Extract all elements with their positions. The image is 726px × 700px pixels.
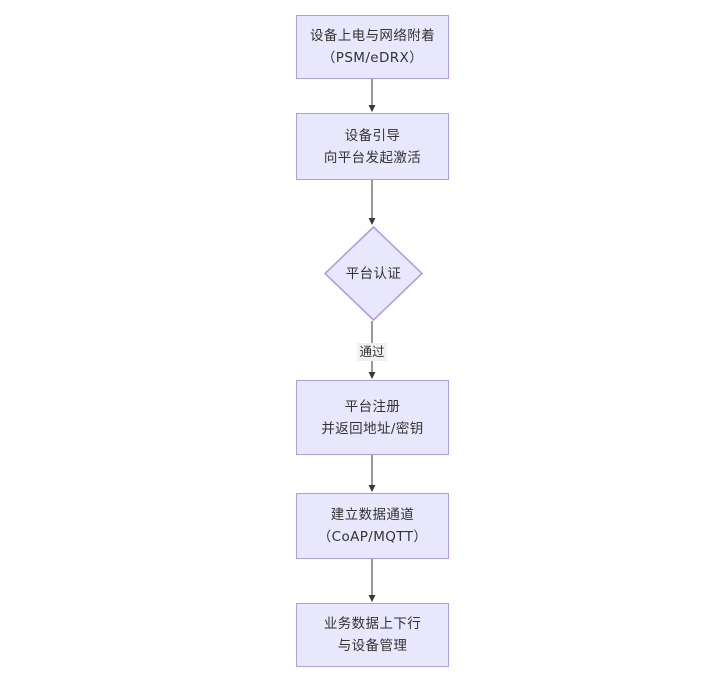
- node-line-2: 与设备管理: [337, 638, 408, 654]
- node-line-1: 设备引导: [344, 127, 401, 144]
- node-line-1: 设备上电与网络附着: [309, 28, 436, 44]
- node-business-data-and-device-mgmt[interactable]: 业务数据上下行 与设备管理: [296, 603, 449, 667]
- node-line-2: （CoAP/MQTT）: [317, 529, 428, 545]
- node-line-2: 向平台发起激活: [323, 149, 422, 166]
- node-line-1: 建立数据通道: [330, 507, 415, 523]
- node-device-power-on[interactable]: 设备上电与网络附着 （PSM/eDRX）: [296, 15, 449, 79]
- node-line-1: 平台注册: [344, 398, 401, 415]
- node-establish-data-channel[interactable]: 建立数据通道 （CoAP/MQTT）: [296, 493, 449, 559]
- node-platform-register[interactable]: 平台注册 并返回地址/密钥: [296, 380, 449, 455]
- node-line-2: 并返回地址/密钥: [321, 420, 424, 437]
- node-platform-auth-decision[interactable]: 平台认证: [324, 226, 423, 321]
- node-line-2: （PSM/eDRX）: [321, 50, 424, 66]
- node-device-bootstrap[interactable]: 设备引导 向平台发起激活: [296, 113, 449, 180]
- diamond-shape: [324, 226, 423, 321]
- node-line-1: 业务数据上下行: [323, 616, 422, 632]
- node-label: 平台认证: [345, 265, 402, 282]
- edge-label-pass: 通过: [357, 343, 387, 361]
